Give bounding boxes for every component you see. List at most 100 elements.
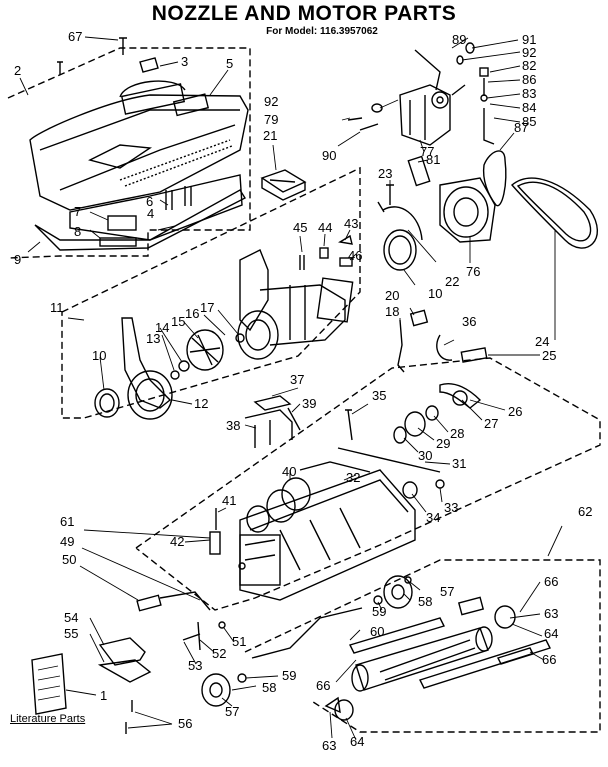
motor-housing: [237, 249, 354, 360]
callout-90: 90: [322, 148, 336, 163]
callout-62: 62: [578, 504, 592, 519]
callout-4a: 4: [147, 206, 154, 221]
washer-57: [404, 576, 412, 584]
part-50: [136, 594, 162, 612]
callout-36: 36: [462, 314, 476, 329]
callout-23: 23: [378, 166, 392, 181]
callout-25: 25: [542, 348, 556, 363]
washer-14: [178, 360, 190, 372]
fan-impeller: [186, 329, 224, 371]
bristle-strip-66a: [349, 617, 445, 654]
callout-60: 60: [370, 624, 384, 639]
callout-91: 91: [522, 32, 536, 47]
part-7-pad: [107, 215, 137, 231]
callout-30: 30: [418, 448, 432, 463]
callout-83: 83: [522, 86, 536, 101]
callout-84: 84: [522, 100, 536, 115]
axle-31: [337, 447, 441, 473]
callout-1: 1: [100, 688, 107, 703]
washer-28: [425, 405, 439, 421]
callout-63b: 63: [322, 738, 336, 753]
washer-33: [435, 479, 445, 489]
literature-booklet: [31, 653, 67, 715]
callout-50: 50: [62, 552, 76, 567]
brush-roll: [351, 626, 493, 692]
callout-81: 81: [426, 152, 440, 167]
callout-63a: 63: [544, 606, 558, 621]
endcap-64a: [494, 605, 516, 629]
callout-66b: 66: [542, 652, 556, 667]
callout-5: 5: [226, 56, 233, 71]
callout-54: 54: [64, 610, 78, 625]
gasket-22: [382, 206, 423, 241]
pivot-assembly: [399, 84, 466, 146]
callout-57a: 57: [440, 584, 454, 599]
wheel-34: [402, 481, 418, 499]
callout-29: 29: [436, 436, 450, 451]
callout-20: 20: [385, 288, 399, 303]
callout-44: 44: [318, 220, 332, 235]
bearing-63b: [324, 696, 341, 714]
callout-16: 16: [185, 306, 199, 321]
bumper: [34, 189, 246, 251]
washer-59a: [373, 595, 383, 605]
callout-85: 85: [522, 114, 536, 129]
belt-87: [482, 150, 507, 207]
bracket-37: [253, 395, 292, 411]
callout-22: 22: [445, 274, 459, 289]
wheel-58b: [201, 673, 231, 707]
cover-55: [97, 659, 152, 683]
screw-53: [182, 633, 201, 641]
callout-66a: 66: [544, 574, 558, 589]
callout-86: 86: [522, 72, 536, 87]
page-title: NOZZLE AND MOTOR PARTS: [151, 2, 457, 25]
clip-36: [436, 334, 453, 361]
callout-27: 27: [484, 416, 498, 431]
rod-60: [251, 607, 363, 659]
callout-51: 51: [232, 634, 246, 649]
group-boundary-motor: [61, 166, 361, 419]
spring-52: [197, 621, 201, 651]
clip-20: [409, 309, 429, 327]
callout-labels: 67 2 3 5 7 6 8 4 9 11 10 13 14 15 16 17 …: [14, 29, 592, 753]
callout-7: 7: [74, 204, 81, 219]
callout-40: 40: [282, 464, 296, 479]
callout-43: 43: [344, 216, 358, 231]
bristle-strip-66b: [419, 639, 551, 689]
rod-35: [345, 409, 353, 441]
callout-2: 2: [14, 63, 21, 78]
callout-6: 6: [146, 194, 153, 209]
gear-29: [404, 411, 426, 437]
ring-10-right: [383, 229, 417, 271]
callout-34: 34: [426, 510, 440, 525]
leader-lines: [19, 36, 563, 741]
bearing-63a: [457, 596, 485, 616]
callout-42: 42: [170, 534, 184, 549]
nozzle-hood: [29, 80, 249, 211]
spring-18: [397, 319, 405, 373]
rod-85: [483, 108, 495, 145]
callout-21: 21: [263, 128, 277, 143]
latch-77: [407, 155, 431, 187]
callout-92b: 92: [522, 45, 536, 60]
endcap-64b: [334, 699, 354, 721]
callout-53: 53: [188, 658, 202, 673]
callout-39: 39: [302, 396, 316, 411]
callout-13: 13: [146, 331, 160, 346]
callout-61: 61: [60, 514, 74, 529]
washer-59b: [237, 673, 247, 683]
group-boundary-top: [7, 47, 251, 259]
nut-82: [479, 67, 489, 77]
washer-17: [235, 333, 245, 343]
part-45: [299, 255, 305, 270]
callout-9: 9: [14, 252, 21, 267]
callout-79: 79: [264, 112, 278, 127]
callout-37: 37: [290, 372, 304, 387]
callout-24: 24: [535, 334, 549, 349]
pedal-49: [159, 591, 211, 611]
callout-14: 14: [155, 320, 169, 335]
callout-56: 56: [178, 716, 192, 731]
callout-57b: 57: [225, 704, 239, 719]
pulley-27: [452, 390, 468, 406]
